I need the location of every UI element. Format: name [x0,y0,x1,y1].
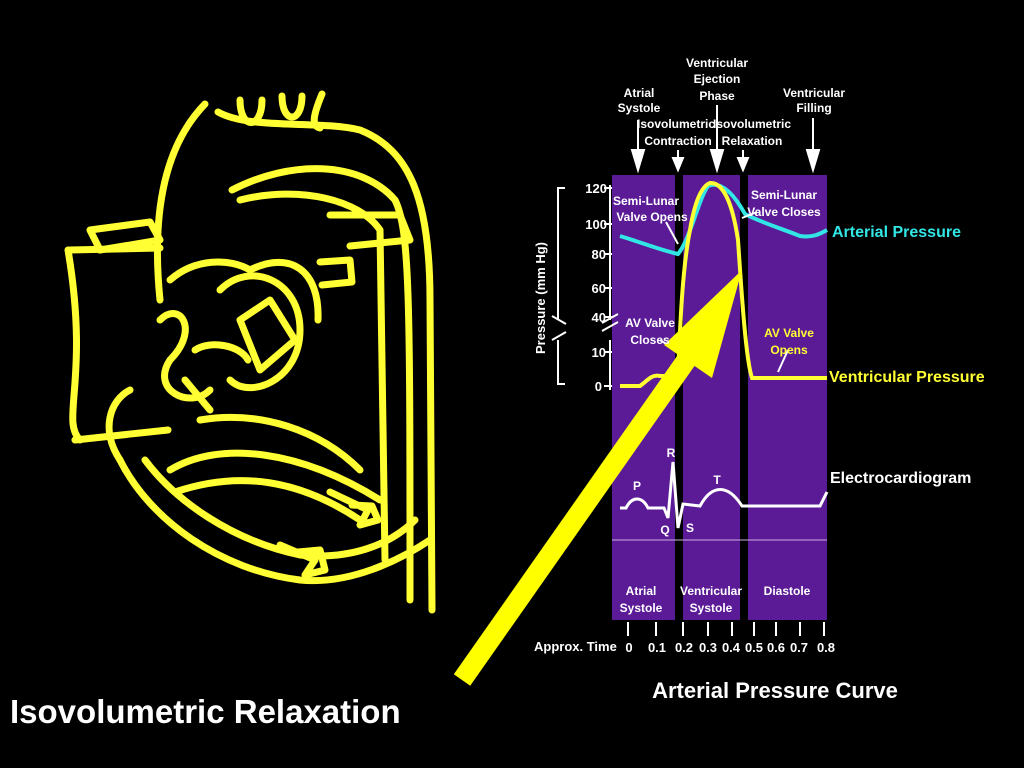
y-tick-120: 120 [585,181,607,196]
x-tick-0.2: 0.2 [675,640,693,655]
ventricular-pressure-label: Ventricular Pressure [829,369,985,386]
phase-divider-2 [740,175,748,620]
ecg-q-label: Q [660,523,669,537]
arterial-pressure-label: Arterial Pressure [832,224,961,241]
x-tick-0.4: 0.4 [722,640,741,655]
sl-closes-label-2: Valve Closes [747,205,821,219]
pointer-arrow [453,270,742,686]
sl-closes-label-1: Semi-Lunar [751,188,817,202]
ecg-r-label: R [667,446,676,460]
y-tick-10: 10 [592,345,606,360]
atrial-systole-top-label-2: Systole [618,101,661,115]
x-tick-0.1: 0.1 [648,640,666,655]
x-axis [627,622,825,636]
x-tick-0: 0 [625,640,632,655]
ecg-s-label: S [686,521,694,535]
iso-relaxation-label-1: Isovolumetric [713,117,791,131]
y-tick-40: 40 [592,310,606,325]
av-closes-label-1: AV Valve [625,316,675,330]
iso-contraction-label-1: Isovolumetric [637,117,715,131]
bottom-ventricular-label-2: Systole [690,601,733,615]
iso-contraction-label-2: Contraction [644,134,711,148]
atrial-systole-top-label-1: Atrial [624,86,655,100]
sl-opens-label-1: Semi-Lunar [613,194,679,208]
ecg-label: Electrocardiogram [830,470,971,487]
x-tick-0.7: 0.7 [790,640,808,655]
chart-panel [612,175,827,620]
y-tick-100: 100 [585,217,607,232]
x-tick-0.8: 0.8 [817,640,835,655]
ejection-label-1: Ventricular [686,56,748,70]
bottom-ventricular-label-1: Ventricular [680,584,742,598]
x-tick-0.6: 0.6 [767,640,785,655]
ecg-trace [620,461,829,529]
filling-label-1: Ventricular [783,86,845,100]
x-tick-0.5: 0.5 [745,640,763,655]
panel-background [612,175,827,620]
heart-illustration [64,90,436,614]
av-closes-label-2: Closes [630,333,670,347]
bottom-diastole-label: Diastole [764,584,811,598]
y-axis [551,185,619,390]
y-tick-60: 60 [592,281,606,296]
ecg-t-label: T [713,473,721,487]
av-opens-label-2: Opens [770,343,808,357]
y-axis-label: Pressure (mm Hg) [533,242,548,354]
arterial-pressure-curve [619,182,828,257]
ejection-label-3: Phase [699,89,735,103]
y-tick-0: 0 [595,379,602,394]
x-axis-label: Approx. Time [534,639,617,654]
filling-label-2: Filling [796,101,831,115]
ecg-p-label: P [633,479,641,493]
bottom-atrial-label-2: Systole [620,601,663,615]
bottom-atrial-label-1: Atrial [626,584,657,598]
y-tick-80: 80 [592,247,606,262]
ventricular-pressure-curve [620,181,827,388]
slide-title: Isovolumetric Relaxation [10,693,401,730]
chart-caption: Arterial Pressure Curve [652,678,898,703]
x-tick-0.3: 0.3 [699,640,717,655]
av-opens-label-1: AV Valve [764,326,814,340]
phase-divider-1 [675,175,683,620]
iso-relaxation-label-2: Relaxation [722,134,783,148]
ejection-label-2: Ejection [694,72,741,86]
phase-arrows [630,105,821,373]
sl-opens-label-2: Valve Opens [616,210,688,224]
